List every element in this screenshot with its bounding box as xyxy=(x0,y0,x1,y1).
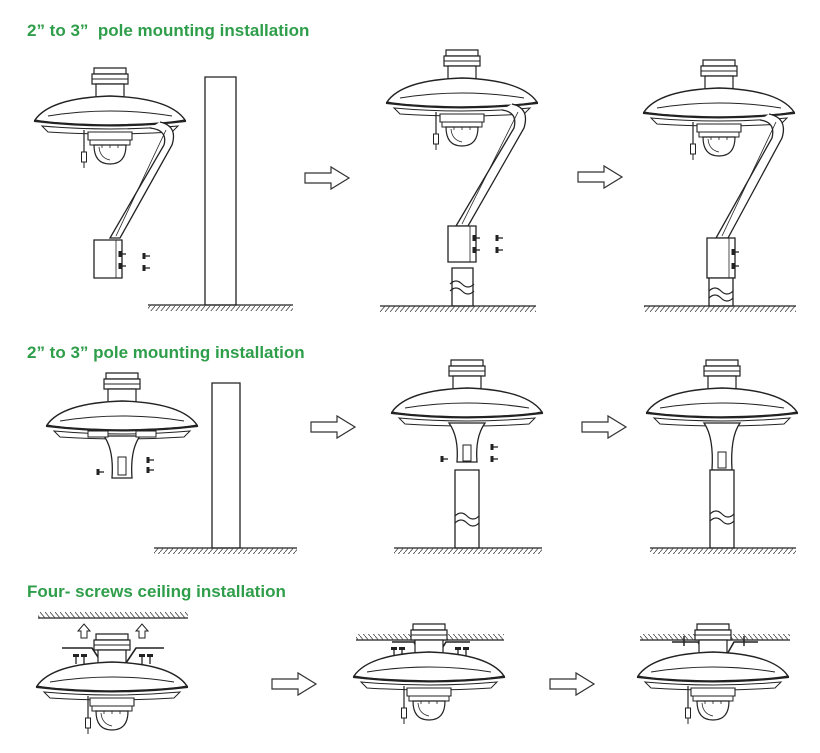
right-arrow-icon xyxy=(577,165,623,189)
right-arrow-icon xyxy=(581,415,627,439)
step-sleeve-side xyxy=(45,372,297,554)
section-title-pole-arm: 2” to 3” pole mounting installation xyxy=(27,21,310,40)
right-arrow-icon xyxy=(271,672,317,696)
up-arrow-icon xyxy=(136,624,148,638)
step-ceiling-raised xyxy=(352,623,506,725)
step-sleeve-inserted xyxy=(390,359,544,554)
section-title-ceiling: Four- screws ceiling installation xyxy=(27,582,286,601)
step-sleeve-fixed xyxy=(645,359,799,554)
step-arm-inserted xyxy=(380,49,539,312)
right-arrow-icon xyxy=(304,166,350,190)
section-title-pole-sleeve: 2” to 3” pole mounting installation xyxy=(27,343,305,362)
right-arrow-icon xyxy=(549,672,595,696)
step-ceiling-fixed xyxy=(636,623,790,725)
step-arm-fixed xyxy=(642,59,796,312)
up-arrow-icon xyxy=(78,624,90,638)
step-arm-bracket-side xyxy=(33,67,293,311)
step-ceiling-bracket xyxy=(35,612,189,735)
right-arrow-icon xyxy=(310,415,356,439)
